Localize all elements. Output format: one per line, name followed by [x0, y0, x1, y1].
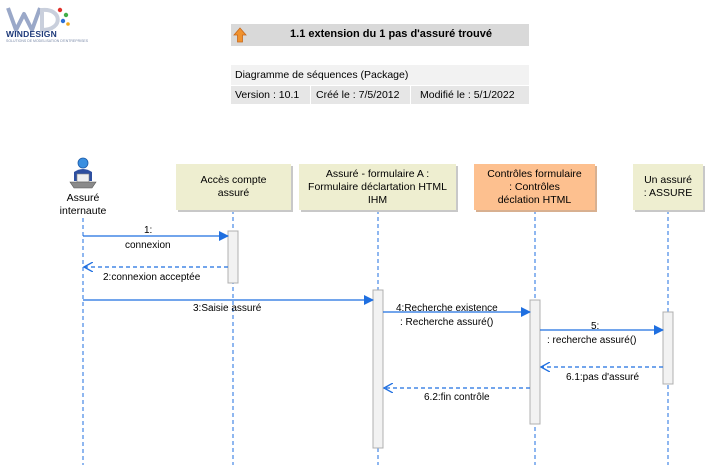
created-label: Créé le : 7/5/2012: [316, 89, 400, 101]
message-label-4-op: : Recherche assuré(): [400, 317, 494, 328]
diagram-subtitle: Diagramme de séquences (Package): [235, 69, 409, 81]
activation-assure: [662, 311, 674, 385]
object-form-line1: Assuré - formulaire A :: [325, 167, 430, 180]
message-label-3: 3:Saisie assuré: [193, 303, 262, 314]
meta-separator: [310, 86, 311, 104]
activation-form: [372, 289, 384, 449]
object-acces-line2: assuré: [217, 187, 250, 199]
object-controles-line2: : Contrôles: [509, 180, 560, 193]
object-controles-line1: Contrôles formulaire: [487, 167, 582, 180]
diagram-title-bar: 1.1 extension du 1 pas d'assuré trouvé: [231, 24, 529, 46]
message-label-5-number: 5:: [591, 321, 600, 332]
diagram-subtitle-bar: Diagramme de séquences (Package): [231, 65, 529, 85]
brand-name: WINDESIGN: [6, 29, 57, 39]
message-label-2: 2:connexion acceptée: [103, 272, 201, 283]
actor-label-line2: internaute: [59, 205, 107, 217]
message-label-6-1: 6.1:pas d'assuré: [566, 372, 640, 383]
activation-controles: [529, 299, 541, 425]
message-label-6-2: 6.2:fin contrôle: [424, 392, 490, 403]
object-form-line3: IHM: [367, 193, 388, 206]
diagram-meta-bar: Version : 10.1 Créé le : 7/5/2012 Modifi…: [231, 86, 529, 104]
message-label-4-name: 4:Recherche existence: [396, 303, 498, 314]
actor-label: Assuré internaute: [50, 192, 116, 218]
message-label-5-op: : recherche assuré(): [547, 335, 637, 346]
activation-acces: [227, 230, 239, 284]
diagram-title: 1.1 extension du 1 pas d'assuré trouvé: [290, 28, 492, 40]
message-label-1-name: connexion: [125, 240, 171, 251]
actor-icon[interactable]: [69, 157, 97, 189]
windesign-logo-icon: [6, 7, 70, 33]
up-arrow-icon[interactable]: [233, 27, 247, 43]
object-acces-line1: Accès compte: [200, 174, 267, 186]
object-acces-compte[interactable]: Accès compte assuré: [176, 164, 291, 210]
object-assure-line1: Un assuré: [644, 174, 692, 186]
object-form-line2: Formulaire déclartation HTML: [308, 180, 447, 193]
actor-label-line1: Assuré: [66, 192, 100, 204]
version-label: Version : 10.1: [235, 89, 300, 101]
message-label-1-number: 1:: [144, 225, 153, 236]
modified-label: Modifié le : 5/1/2022: [420, 89, 515, 101]
brand-tagline: SOLUTIONS DE MODELISATION D'ENTREPRISES: [6, 39, 89, 43]
object-formulaire[interactable]: Assuré - formulaire A : Formulaire décla…: [299, 164, 456, 210]
object-controles[interactable]: Contrôles formulaire : Contrôles déclati…: [474, 164, 595, 210]
object-controles-line3: déclation HTML: [497, 193, 572, 206]
object-assure-line2: : ASSURE: [643, 187, 693, 199]
object-un-assure[interactable]: Un assuré : ASSURE: [633, 164, 703, 210]
meta-separator: [410, 86, 411, 104]
